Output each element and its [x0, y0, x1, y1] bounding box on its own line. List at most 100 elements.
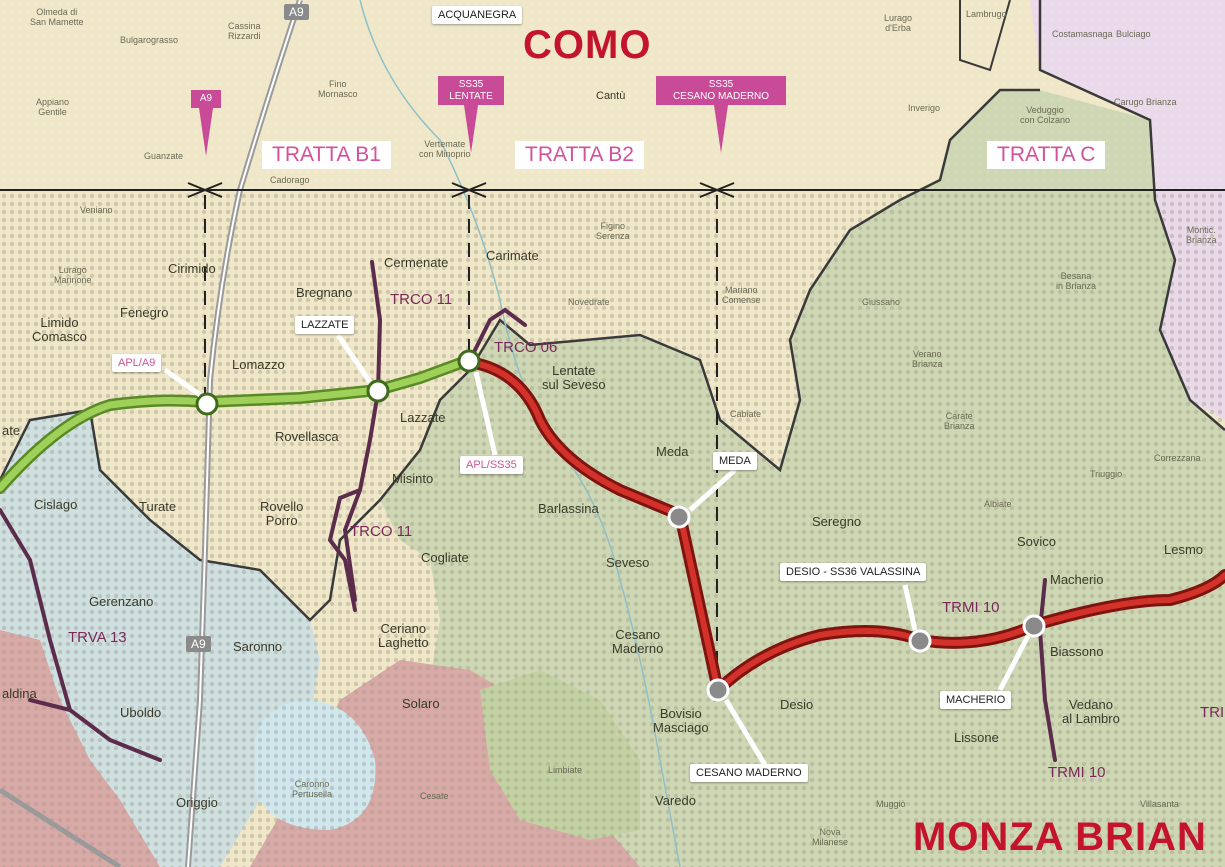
town-label: Seregno: [812, 514, 862, 529]
town-label: Desio: [780, 697, 814, 712]
town-label: Lentate sul Seveso: [542, 363, 606, 393]
town-label: Uboldo: [120, 705, 162, 720]
town-label: Carimate: [486, 248, 539, 263]
town-label: Rovellasca: [275, 429, 339, 444]
village-label: Lurago d'Erba: [884, 13, 913, 33]
town-label: Lazzate: [400, 410, 446, 425]
node-lazzate: [366, 379, 390, 403]
town-label: Cislago: [34, 497, 78, 512]
route-label-trmi10: TRMI 10: [942, 599, 1000, 616]
province-border: [468, 88, 1040, 473]
road-sign-a9-top: A9: [284, 4, 309, 20]
town-label: Limido Comasco: [32, 315, 87, 345]
town-label: Origgio: [176, 795, 218, 810]
village-label: Villasanta: [1140, 799, 1179, 809]
road-sign-a9-mid: A9: [186, 636, 211, 652]
province-como-label: COMO: [523, 23, 652, 67]
node-macherio: [1022, 614, 1046, 638]
province-border-3: [0, 369, 471, 622]
village-label: Vertemate con Minoprio: [419, 139, 471, 159]
divider-arrows: [187, 182, 735, 198]
town-label: Macherio: [1050, 572, 1104, 587]
village-label: Cesate: [420, 791, 449, 801]
route-label-trva13: TRVA 13: [68, 629, 127, 646]
village-label: Lambrugo: [966, 9, 1007, 19]
town-label: Solaro: [402, 696, 440, 711]
village-label: Lurago Marinone: [54, 265, 92, 285]
town-label: Fenegro: [120, 305, 169, 320]
village-label: Albiate: [984, 499, 1012, 509]
village-label: Muggiò: [876, 799, 906, 809]
town-label: Bovisio Masciago: [653, 706, 709, 736]
town-label: Lomazzo: [232, 357, 285, 372]
town-label: Ceriano Laghetto: [378, 621, 429, 651]
marker-a9[interactable]: A9: [191, 90, 221, 108]
purple-routes: [0, 260, 1057, 762]
town-label: Meda: [656, 444, 689, 459]
callout-lazzate[interactable]: LAZZATE: [295, 316, 355, 334]
village-label: Cassina Rizzardi: [228, 21, 261, 41]
town-label: Cermenate: [384, 255, 449, 270]
callout-desio[interactable]: DESIO - SS36 VALASSINA: [780, 563, 927, 581]
village-label: Mariano Comense: [722, 285, 761, 305]
route-label-trco11: TRCO 11: [390, 291, 453, 308]
village-label: Triuggio: [1090, 469, 1123, 479]
town-label: Sovico: [1017, 534, 1057, 549]
village-label: Montic. Brianza: [1186, 225, 1217, 245]
village-label: Cadorago: [270, 175, 310, 185]
node-meda: [667, 505, 691, 529]
tratta-b1-label: TRATTA B1: [262, 141, 391, 169]
village-label: Veduggio con Colzano: [1020, 105, 1071, 125]
callout-meda[interactable]: MEDA: [713, 452, 757, 470]
village-label: Bulciago: [1116, 29, 1151, 39]
village-label: Guanzate: [144, 151, 184, 161]
town-label: aldina: [2, 686, 37, 701]
node-desio: [908, 629, 932, 653]
village-label: Olmeda di San Mamette: [30, 7, 84, 27]
route-label-trmi10: TRMI 10: [1048, 764, 1106, 781]
town-label: Vedano al Lambro: [1062, 697, 1120, 727]
town-label: Bregnano: [296, 285, 353, 300]
town-label: Lesmo: [1164, 542, 1204, 557]
callout-macherio[interactable]: MACHERIO: [940, 691, 1012, 709]
hatched-band: [0, 190, 1225, 867]
callout-apl-ss35[interactable]: APL/SS35: [460, 456, 523, 474]
route-label-trco11: TRCO 11: [350, 523, 413, 540]
village-label: Fino Mornasco: [318, 79, 358, 99]
node-apl-a9: [195, 392, 219, 416]
town-label: Cesano Maderno: [612, 627, 664, 657]
town-label: Misinto: [392, 471, 434, 486]
callout-apl-a9[interactable]: APL/A9: [112, 354, 162, 372]
village-label: Correzzana: [1154, 453, 1201, 463]
node-cesano: [706, 678, 730, 702]
village-label: Giussano: [862, 297, 901, 307]
town-label: Saronno: [233, 639, 283, 654]
acquanegra-sign: ACQUANEGRA: [432, 6, 523, 24]
dashed-verticals: [204, 195, 718, 680]
village-label: Novedrate: [568, 297, 610, 307]
marker-ss35-cesano[interactable]: SS35 CESANO MADERNO: [656, 76, 786, 105]
village-label: Appiano Gentile: [36, 97, 70, 117]
village-label: Inverigo: [908, 103, 941, 113]
marker-ss35-lentate[interactable]: SS35 LENTATE: [438, 76, 504, 105]
town-label: Cogliate: [421, 550, 469, 565]
town-label: Turate: [139, 499, 177, 514]
village-label: Veniano: [80, 205, 113, 215]
town-label: Rovello Porro: [260, 499, 304, 529]
province-monza-label: MONZA BRIAN: [913, 815, 1207, 859]
town-label: Lissone: [954, 730, 999, 745]
rail-line: [0, 787, 122, 867]
town-label: Barlassina: [538, 501, 599, 516]
village-label: Verano Brianza: [912, 349, 943, 369]
town-label: Gerenzano: [89, 594, 154, 609]
callout-cesano-maderno[interactable]: CESANO MADERNO: [690, 764, 808, 782]
tratta-b2-label: TRATTA B2: [515, 141, 644, 169]
village-label: Nova Milanese: [812, 827, 849, 847]
village-label: Cabiate: [730, 409, 762, 419]
town-label: Cantù: [596, 90, 626, 102]
village-label: Costamasnaga: [1052, 29, 1113, 39]
village-label: Carugo Brianza: [1114, 97, 1177, 107]
province-border-2: [1038, 0, 1225, 431]
town-label: Cirimido: [168, 261, 216, 276]
